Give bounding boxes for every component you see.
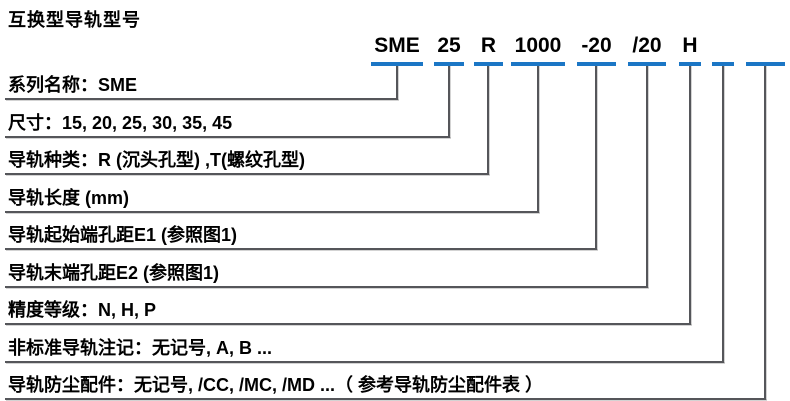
code-segment-size: 25 [434,31,464,66]
code-segment-dustproof [746,31,785,66]
connector-line-dustproof [764,66,766,400]
row-rule-e1 [5,248,597,250]
connector-line-rail-type [487,66,489,175]
code-segment-label: /20 [632,34,662,57]
blue-underline-bar [679,62,701,66]
blue-underline-bar [628,62,666,66]
code-segment-length: 1000 [511,31,565,66]
row-label-size: 尺寸：15, 20, 25, 30, 35, 45 [8,113,233,133]
code-segment-e2: /20 [628,31,666,66]
blue-underline-bar [434,62,464,66]
code-segment-label: 1000 [514,34,562,57]
row-rule-e2 [5,286,648,288]
row-label-e1: 导轨起始端孔距E1 (参照图1) [8,225,238,245]
blue-underline-bar [712,62,734,66]
row-label-series: 系列名称：SME [8,75,138,95]
row-rule-nonstandard [5,361,724,363]
row-rule-length [5,211,539,213]
code-segment-label: SME [374,34,420,57]
code-segment-rail-type: R [474,31,503,66]
connector-line-e1 [595,66,597,250]
code-segment-label: H [682,34,698,57]
code-segment-label: R [480,34,497,57]
connector-line-size [448,66,450,138]
blue-underline-bar [511,62,565,66]
code-segment-label: 25 [437,34,461,57]
code-segment-series: SME [371,31,423,66]
row-label-rail-type: 导轨种类：R (沉头孔型) ,T(螺纹孔型) [8,150,305,170]
row-label-e2: 导轨末端孔距E2 (参照图1) [8,263,220,283]
blue-underline-bar [577,62,616,66]
blue-underline-bar [474,62,503,66]
blue-underline-bar [371,62,423,66]
row-rule-dustproof [5,398,766,400]
connector-line-series [396,66,398,100]
code-segment-nonstandard [712,31,734,66]
row-label-accuracy: 精度等级：N, H, P [8,300,157,320]
code-segment-accuracy: H [679,31,701,66]
row-label-dustproof: 导轨防尘配件：无记号, /CC, /MC, /MD ...（ 参考导轨防尘配件表… [8,375,543,395]
blue-underline-bar [746,62,785,66]
connector-line-accuracy [689,66,691,325]
connector-line-e2 [646,66,648,288]
row-rule-accuracy [5,323,691,325]
row-rule-series [5,98,398,100]
connector-line-nonstandard [722,66,724,363]
row-rule-rail-type [5,173,489,175]
connector-line-length [537,66,539,213]
row-label-length: 导轨长度 (mm) [8,188,129,208]
code-segment-e1: -20 [577,31,616,66]
row-rule-size [5,136,450,138]
row-label-nonstandard: 非标准导轨注记：无记号, A, B ... [8,338,273,358]
code-segment-label: -20 [581,34,612,57]
page-title: 互换型导轨型号 [8,10,141,30]
